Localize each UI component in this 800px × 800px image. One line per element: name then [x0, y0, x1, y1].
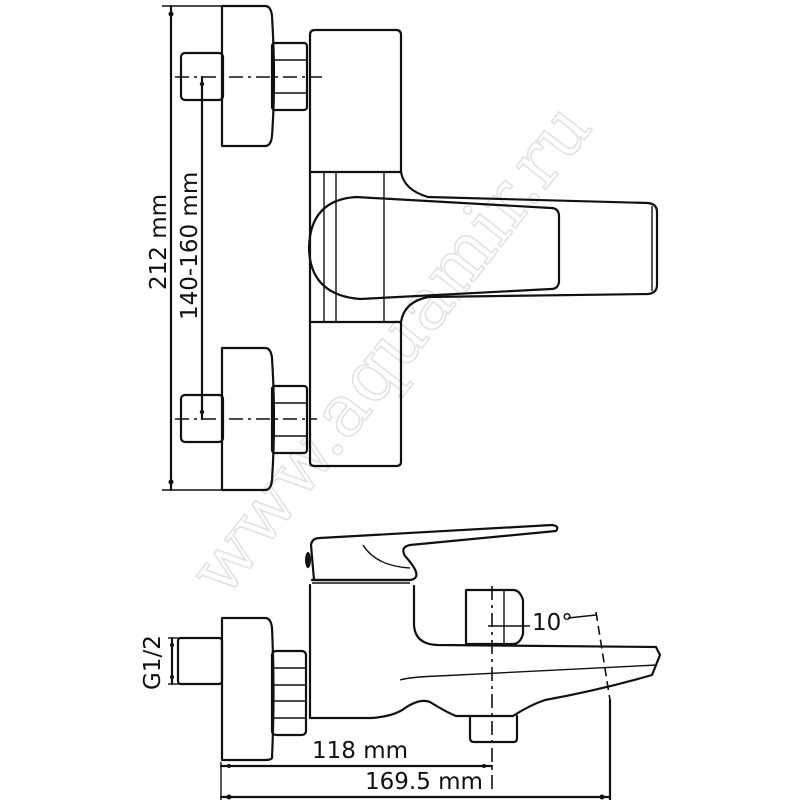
side-view: G1/2 10° 118 mm 169.5 mm	[140, 523, 662, 800]
dim-inlet-spacing: 140-160 mm	[177, 172, 203, 320]
thread-dimension	[168, 636, 180, 686]
dim-overall-height: 212 mm	[146, 194, 172, 290]
dim-outlet-reach: 118 mm	[312, 738, 408, 764]
spout-body-side	[308, 583, 662, 744]
dim-spout-angle: 10°	[532, 610, 573, 636]
side-inlet-assembly	[176, 616, 308, 762]
angle-reference-line	[595, 611, 611, 701]
upper-inlet-assembly	[175, 4, 322, 148]
depth-dimensions	[219, 762, 612, 800]
mixer-body-top	[307, 28, 659, 468]
dim-overall-depth: 169.5 mm	[365, 769, 483, 795]
top-view: 212 mm 140-160 mm	[146, 4, 659, 492]
lower-inlet-assembly	[175, 346, 317, 492]
height-dimension	[162, 4, 265, 492]
dim-thread-size: G1/2	[140, 635, 166, 690]
lever-handle-side	[305, 523, 559, 584]
